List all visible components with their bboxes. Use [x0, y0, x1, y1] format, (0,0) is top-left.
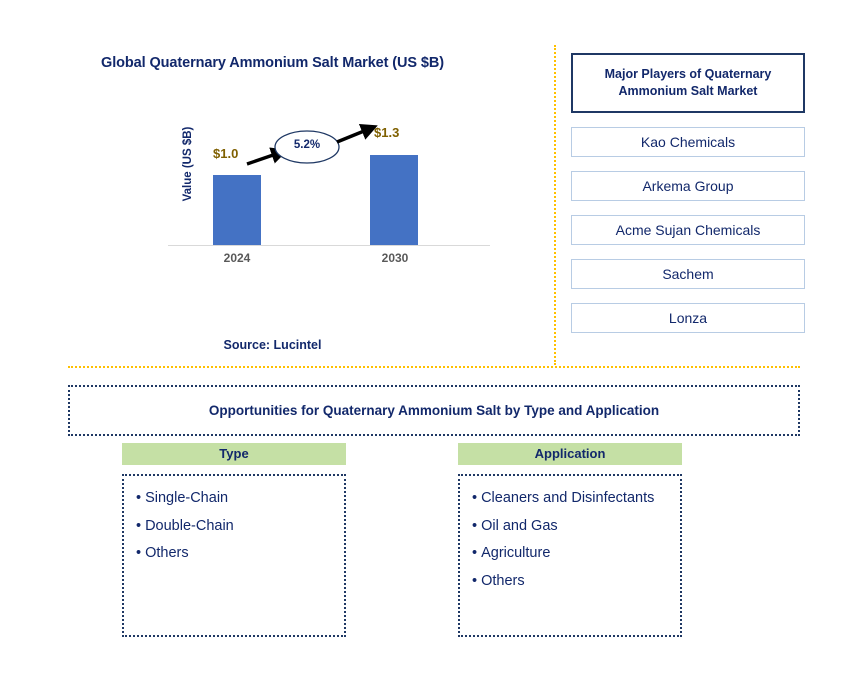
column-header-application: Application — [458, 443, 682, 465]
bullet-icon: • — [472, 572, 478, 589]
list-item-label: Agriculture — [481, 545, 551, 562]
list-item-label: Double-Chain — [145, 517, 234, 534]
list-item-label: Others — [145, 545, 189, 562]
x-axis-tick-2030: 2030 — [381, 251, 409, 265]
list-item: •Agriculture — [472, 543, 668, 564]
market-chart-panel: Global Quaternary Ammonium Salt Market (… — [0, 0, 555, 365]
major-players-header: Major Players of Quaternary Ammonium Sal… — [571, 53, 805, 113]
type-list-box: •Single-Chain •Double-Chain •Others — [122, 474, 346, 637]
bullet-icon: • — [136, 517, 142, 534]
bullet-icon: • — [136, 490, 142, 506]
list-item-label: Others — [481, 572, 525, 589]
x-axis-tick-2024: 2024 — [223, 251, 251, 265]
y-axis-label: Value (US $B) — [182, 126, 194, 202]
major-players-panel: Major Players of Quaternary Ammonium Sal… — [571, 53, 805, 333]
list-item-label: Single-Chain — [145, 490, 229, 506]
player-row: Lonza — [571, 302, 805, 333]
list-item-label: Cleaners and Disinfectants — [481, 490, 655, 506]
player-row: Kao Chemicals — [571, 126, 805, 157]
application-list-box: •Cleaners and Disinfectants •Oil and Gas… — [458, 474, 682, 637]
vertical-divider — [554, 45, 556, 365]
player-row: Sachem — [571, 258, 805, 289]
list-item-label: Oil and Gas — [481, 517, 558, 534]
bullet-icon: • — [136, 545, 142, 562]
list-item: •Others — [136, 543, 332, 564]
bar-2024 — [213, 175, 261, 245]
list-item: •Oil and Gas — [472, 516, 668, 537]
horizontal-divider — [68, 366, 800, 368]
bullet-icon: • — [472, 545, 478, 562]
cagr-arrow-graphic — [246, 123, 378, 166]
opportunities-banner: Opportunities for Quaternary Ammonium Sa… — [68, 385, 800, 436]
list-item: •Cleaners and Disinfectants — [472, 488, 668, 509]
bar-value-label-2030: $1.3 — [374, 125, 400, 140]
player-row: Arkema Group — [571, 170, 805, 201]
chart-baseline — [168, 245, 490, 246]
list-item: •Double-Chain — [136, 516, 332, 537]
bar-2030 — [370, 155, 418, 245]
column-header-type: Type — [122, 443, 346, 465]
source-note: Source: Lucintel — [223, 338, 322, 352]
bullet-icon: • — [472, 490, 478, 506]
list-item: •Single-Chain — [136, 488, 332, 509]
cagr-value-label: 5.2% — [293, 139, 321, 151]
bullet-icon: • — [472, 517, 478, 534]
bar-value-label-2024: $1.0 — [213, 146, 239, 161]
chart-title: Global Quaternary Ammonium Salt Market (… — [101, 55, 444, 71]
list-item: •Others — [472, 571, 668, 592]
player-row: Acme Sujan Chemicals — [571, 214, 805, 245]
bar-chart-plot-area: Value (US $B) $1.0 $1.3 2024 2030 5.2% — [150, 118, 490, 265]
